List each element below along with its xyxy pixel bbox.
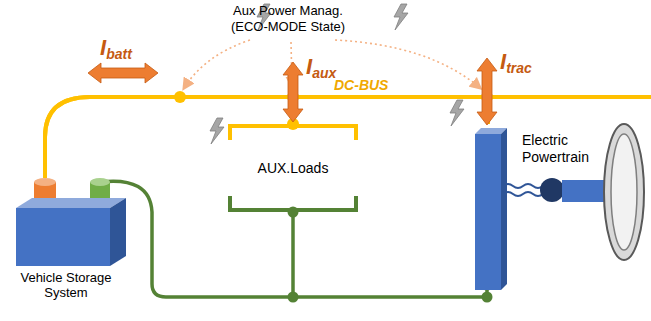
dc-bus-connector bbox=[45, 97, 488, 178]
current-label: Ibatt bbox=[100, 36, 132, 66]
node-label: AUX.Loads bbox=[228, 160, 358, 177]
node-label: Electric Powertrain bbox=[522, 132, 604, 166]
aux-loads: AUX.Loads bbox=[228, 124, 358, 212]
storage-battery: Vehicle Storage System bbox=[12, 178, 130, 268]
current-label: Itrac bbox=[500, 50, 532, 80]
bus-label: DC-BUS bbox=[334, 77, 388, 94]
storage-battery-shape bbox=[12, 178, 130, 268]
electric-powertrain: Electric Powertrain bbox=[472, 124, 604, 292]
dc-bus-connector bbox=[45, 97, 293, 178]
node-label: Vehicle Storage System bbox=[6, 270, 126, 300]
management-note: Aux Power Manag. (ECO-MODE State) bbox=[218, 3, 358, 35]
current-label: Iaux bbox=[306, 55, 336, 85]
